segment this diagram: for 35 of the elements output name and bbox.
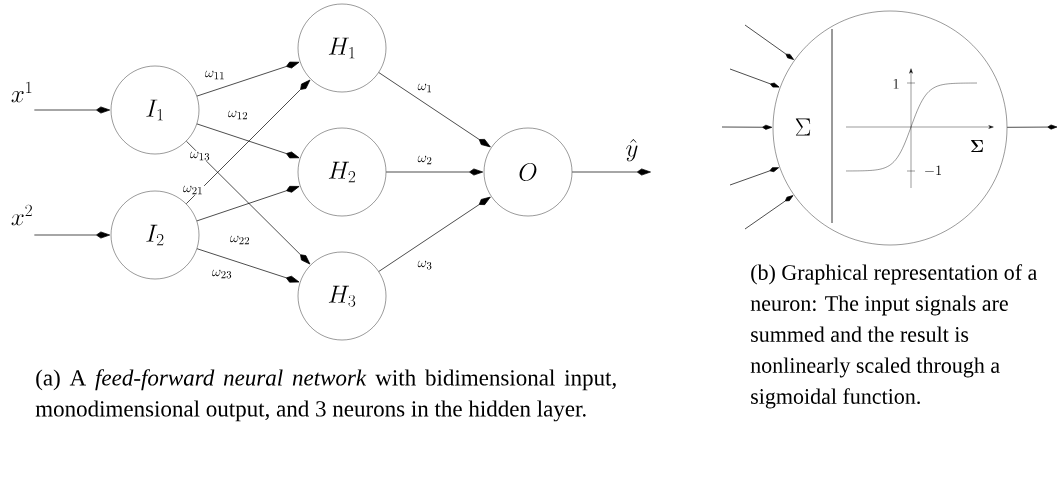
arrow	[196, 61, 300, 97]
arrow	[729, 167, 779, 186]
arrow	[196, 186, 300, 222]
weight-label: $\omega_{21}$	[181, 184, 205, 196]
caption: (a) A feed-forward neural network with bidimensional input, monodimensional output, and 3 neurons in the hidden layer.	[35, 369, 616, 422]
arrow	[196, 123, 300, 159]
arrow	[186, 140, 311, 265]
arrow	[196, 248, 300, 283]
weight-label: $\omega_{12}$	[226, 109, 250, 121]
weight-label: $\omega_2$	[416, 154, 434, 166]
arrow	[744, 24, 794, 60]
axis-label: $\Sigma$	[971, 140, 983, 152]
arrow	[378, 72, 491, 148]
arrow	[378, 196, 491, 272]
signal-label: $\hat{y}$	[626, 138, 638, 162]
arrow	[729, 68, 780, 88]
tick-label: $-1$	[925, 165, 941, 176]
arrow	[721, 124, 773, 130]
sum-symbol: $\Sigma$	[795, 118, 811, 136]
weight-label: $\omega_1$	[416, 82, 434, 94]
weight-label: $\omega_{11}$	[203, 69, 227, 81]
arrow	[34, 106, 111, 114]
arrow	[571, 168, 651, 176]
weight-label: $\omega_3$	[416, 259, 434, 271]
arrow	[385, 168, 484, 176]
arrow	[1006, 124, 1058, 130]
arrow	[744, 195, 794, 230]
signal-label: $x^2$	[11, 204, 32, 226]
arrow	[185, 79, 311, 205]
weight-label: $\omega_{22}$	[228, 234, 252, 246]
weight-label: $\omega_{23}$	[210, 268, 234, 280]
tick-label: $1$	[893, 79, 899, 89]
signal-label: $x^1$	[11, 81, 32, 103]
arrow	[34, 231, 111, 239]
weight-label: $\omega_{13}$	[188, 150, 212, 162]
